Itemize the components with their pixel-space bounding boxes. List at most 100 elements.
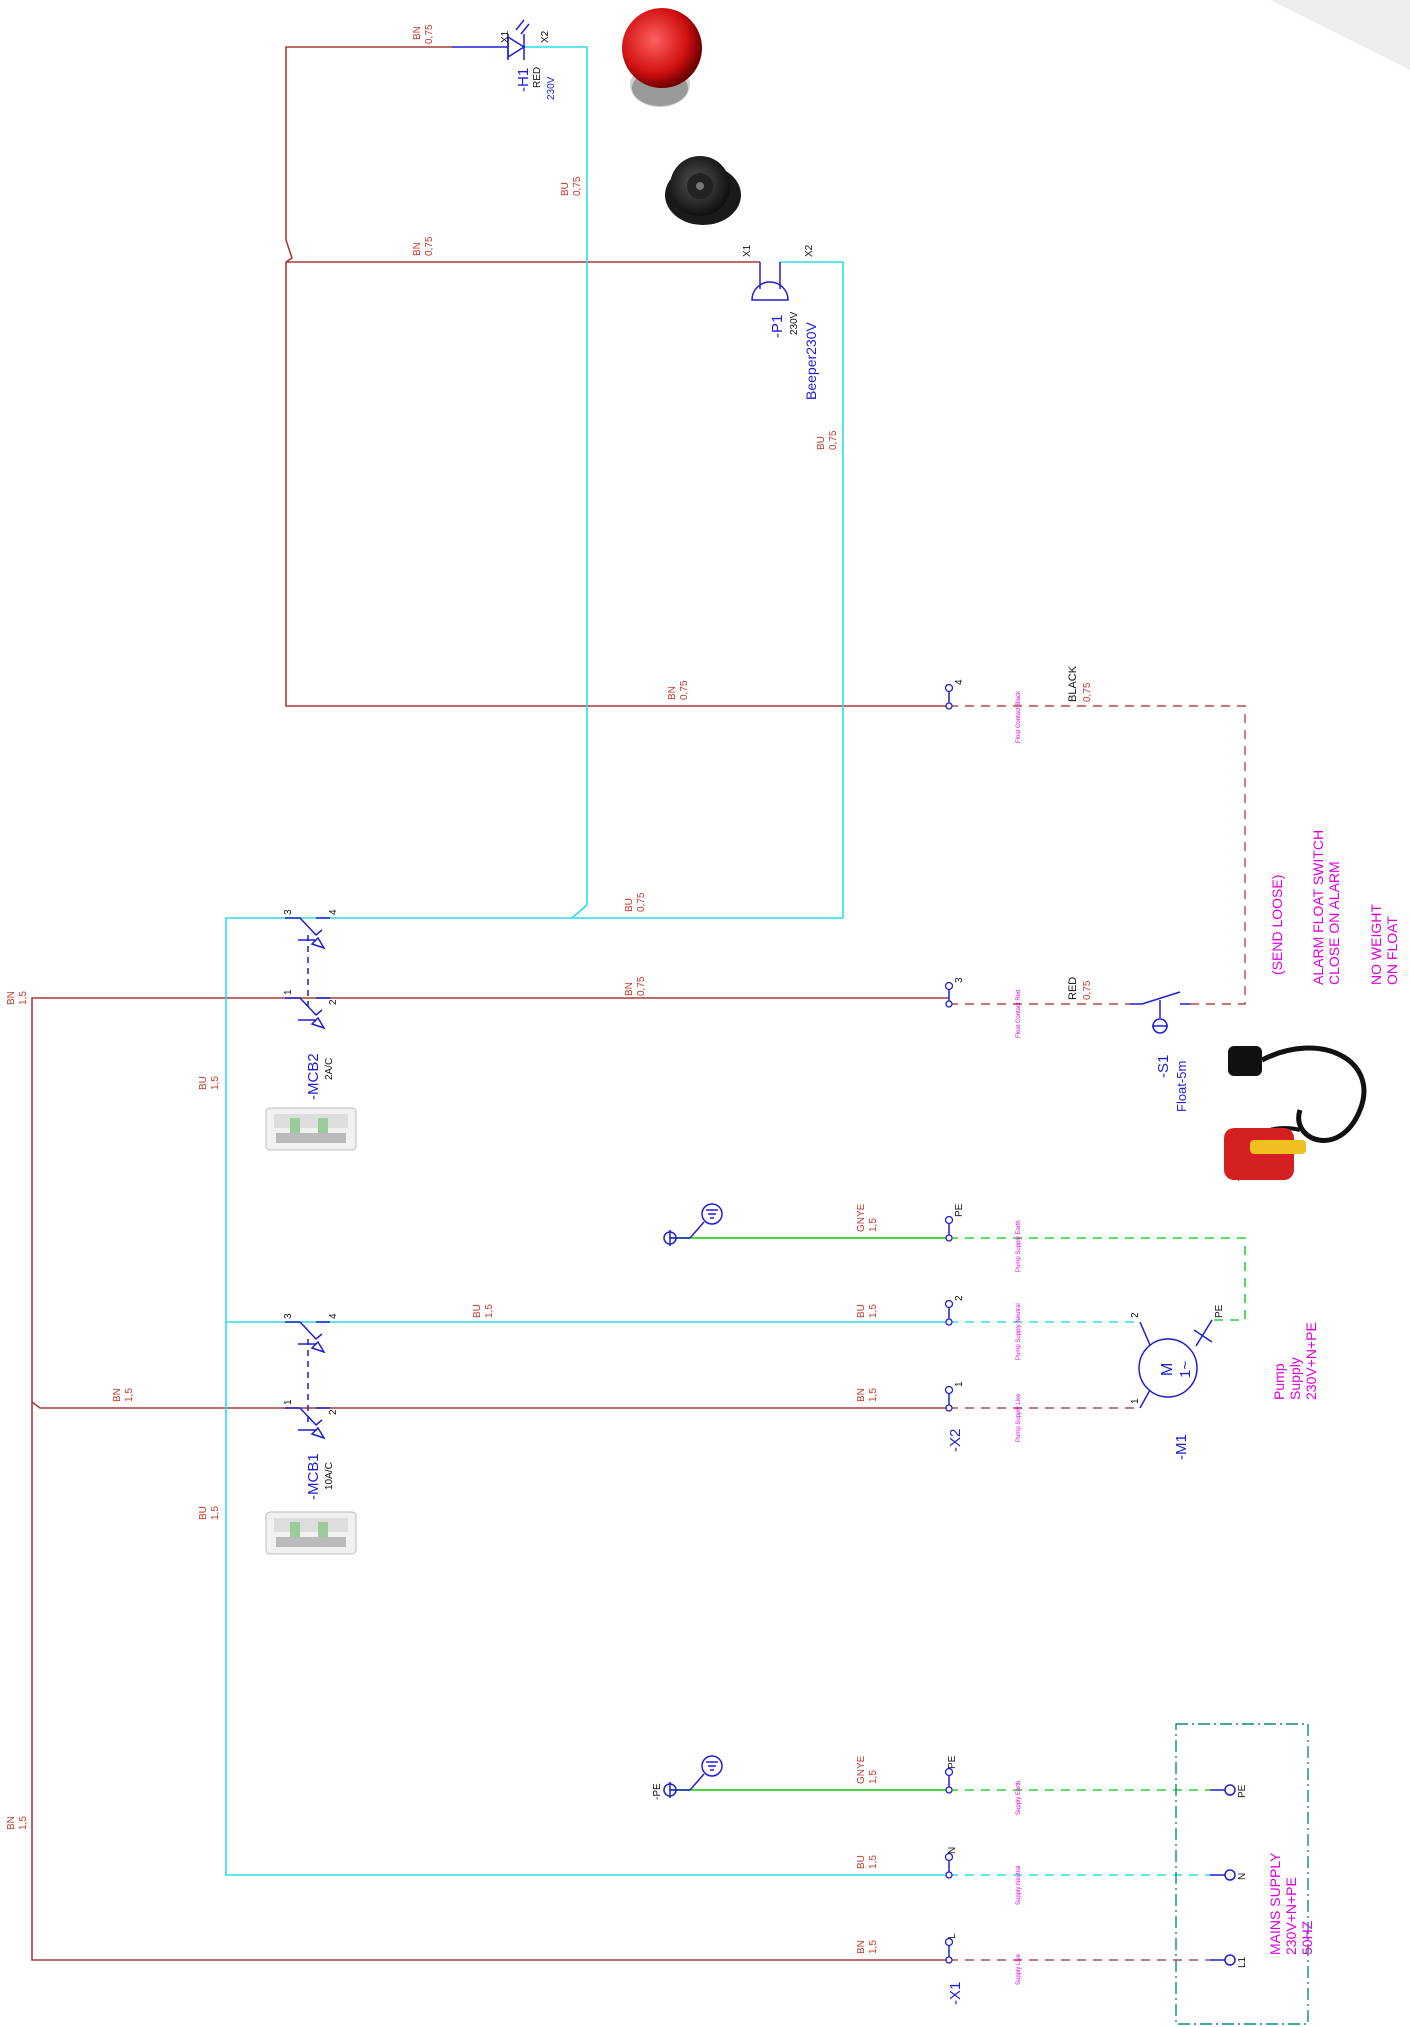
wire-label-size: 0,75	[636, 976, 647, 996]
float-switch-s1	[1130, 991, 1190, 1034]
mains-pe-label: PE	[1237, 1784, 1248, 1798]
wire-label-size: 0,75	[679, 680, 690, 700]
pump-note-1: Pump	[1271, 1363, 1287, 1400]
x1-terminal-n: N	[947, 1847, 958, 1854]
cable-label-supply-live: Supply Live	[1016, 1953, 1022, 1985]
x1-terminals	[944, 1767, 954, 1964]
mains-note-2: 230V+N+PE	[1283, 1877, 1299, 1955]
cable-label-float-black: Float Contact Black	[1016, 690, 1022, 743]
x2-terminals	[944, 683, 954, 1412]
motor-m1	[1138, 1319, 1213, 1409]
mains-n-label: N	[1237, 1873, 1248, 1880]
float-core-red-size: 0,75	[1082, 980, 1093, 1000]
mains-supply-box	[1175, 1723, 1309, 2025]
wire-label-color: BU	[198, 1076, 209, 1090]
p1-tag: -P1	[769, 315, 786, 338]
black-beeper-photo	[665, 156, 741, 225]
mcb2-pin-1: 1	[283, 989, 294, 995]
x1-tag: -X1	[947, 1982, 964, 2005]
m1-pin-pe: PE	[1214, 1304, 1225, 1318]
float-core-black: BLACK	[1067, 665, 1079, 702]
wire-label-size: 1,5	[868, 1388, 879, 1402]
mains-note-1: MAINS SUPPLY	[1267, 1852, 1283, 1955]
float-switch-photo	[1224, 1045, 1367, 1181]
pump-note-3: 230V+N+PE	[1303, 1322, 1319, 1400]
page-corner-fold	[1270, 0, 1410, 70]
x2-terminal-3: 3	[954, 977, 965, 983]
wire-label-color: BN	[6, 1816, 17, 1830]
wire-label-size: 1,5	[210, 1076, 221, 1090]
wire-label-size: 1,5	[18, 1816, 29, 1830]
wire-label-color: BN	[112, 1388, 123, 1402]
float-note-on-float: ON FLOAT	[1384, 916, 1400, 985]
wire-label-color: BU	[198, 1506, 209, 1520]
h1-voltage-label: 230V	[546, 76, 557, 100]
wire-label-size: 1,5	[868, 1304, 879, 1318]
mcb2-tag: -MCB2	[305, 1053, 322, 1100]
m1-pin-1: 1	[1130, 1398, 1141, 1404]
earth-wires	[670, 1237, 949, 1791]
wire-label-size: 0,75	[424, 24, 435, 44]
wire-label-color: BU	[472, 1304, 483, 1318]
mcb2-pin-2: 2	[328, 999, 339, 1005]
x2-terminal-2: 2	[954, 1295, 965, 1301]
wire-label-color: BN	[412, 26, 423, 40]
red-lamp-photo	[622, 8, 702, 107]
mcb1-pin-4: 4	[328, 1313, 339, 1319]
float-core-red: RED	[1067, 977, 1079, 1000]
p1-voltage: 230V	[789, 311, 800, 335]
beeper-p1	[751, 262, 789, 301]
lamp-h1	[452, 19, 530, 60]
cable-label-float-red: Float Contact Red	[1016, 990, 1022, 1038]
wire-label-color: BN	[412, 242, 423, 256]
p1-pin-x1: X1	[742, 244, 753, 257]
wire-label-size: 1,5	[868, 1940, 879, 1954]
float-note-send-loose: (SEND LOOSE)	[1269, 875, 1285, 975]
wire-label-size: 1,5	[18, 991, 29, 1005]
mcb2-pin-4: 4	[328, 909, 339, 915]
wire-label-color: BN	[856, 1940, 867, 1954]
float-note-weight: NO WEIGHT	[1368, 904, 1384, 985]
wire-label-size: 0,75	[828, 430, 839, 450]
wire-labels: BN 0,75 BU 0,75 BN 0,75 BU 0,75 BN 0,75 …	[6, 24, 879, 1954]
mcb1-photo	[265, 1511, 357, 1555]
cable-label-supply-neutral: Supply Neutral	[1016, 1866, 1022, 1905]
float-note-close: CLOSE ON ALARM	[1326, 861, 1342, 985]
wire-label-color: BN	[6, 991, 17, 1005]
wire-label-size: 1,5	[868, 1218, 879, 1232]
wire-label-color: BN	[624, 982, 635, 996]
m1-tag: -M1	[1173, 1434, 1190, 1460]
wire-label-color: BU	[816, 436, 827, 450]
wire-label-color: BU	[624, 898, 635, 912]
p1-type: Beeper230V	[803, 321, 819, 400]
brown-wires	[31, 46, 949, 1961]
h1-pin-x2: X2	[540, 30, 551, 43]
pe-ground-label: -PE	[652, 1783, 663, 1800]
x1-terminal-pe: PE	[947, 1755, 958, 1769]
wire-label-color: BN	[856, 1388, 867, 1402]
mains-l1-label: L1	[1237, 1956, 1248, 1968]
mcb1-tag: -MCB1	[305, 1453, 322, 1500]
mcb2-pin-3: 3	[283, 909, 294, 915]
mcb1-pin-1: 1	[283, 1399, 294, 1405]
earth-symbol-upper	[663, 1203, 723, 1246]
field-cables	[949, 705, 1246, 1961]
h1-tag: -H1	[515, 68, 532, 92]
mcb2-photo	[265, 1107, 357, 1151]
cable-label-pump-earth: Pump Supply Earth	[1016, 1220, 1022, 1272]
m1-pin-2: 2	[1130, 1312, 1141, 1318]
mains-terminals	[1210, 1784, 1236, 1966]
m1-symbol-ac: 1~	[1177, 1361, 1194, 1378]
wire-label-color: BU	[856, 1855, 867, 1869]
mcb1-symbol	[285, 1321, 330, 1440]
wire-label-color: GNYE	[856, 1203, 867, 1232]
h1-color-label: RED	[532, 67, 543, 88]
x2-tag: -X2	[947, 1429, 964, 1452]
cable-label-pump-live: Pump Supply Live	[1016, 1393, 1022, 1442]
mcb2-rating: 2A/C	[324, 1058, 335, 1080]
wire-label-color: BU	[560, 182, 571, 196]
wire-label-size: 1,5	[868, 1770, 879, 1784]
mcb1-rating: 10A/C	[324, 1462, 335, 1490]
mcb1-pin-2: 2	[328, 1409, 339, 1415]
